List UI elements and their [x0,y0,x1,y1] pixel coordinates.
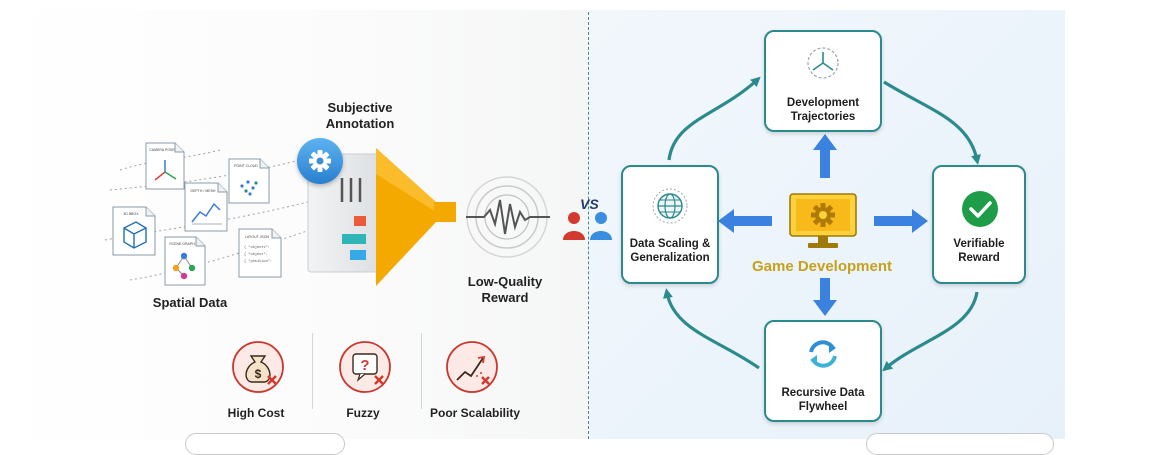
drawback-glyph: ? [360,357,369,374]
doc-title: 3D BBOX [123,212,139,216]
node-label: Development Trajectories [786,97,860,123]
branches-icon [807,47,839,79]
subjective-annotation-label: Subjective Annotation [325,100,395,131]
doc-camera-pose: CAMERA POSE [145,142,185,190]
spatial-data-label: Spatial Data [152,295,228,310]
bottom-pill-right [866,433,1054,455]
separator [421,333,422,409]
doc-json-lines: { "objects": { "object": { "position": [244,245,272,266]
bottom-pill-left [185,433,345,455]
gear-badge [297,138,343,184]
doc-title: CAMERA POSE [149,148,175,152]
doc-3d-bbox: 3D BBOX [112,206,156,256]
arrow-right-to-bottom [882,291,979,372]
node-recursive-data-flywheel: Recursive Data Flywheel [764,320,882,422]
node-label: Data Scaling & Generalization [629,238,711,264]
drawback-label: Poor Scalability [429,406,521,420]
node-data-scaling: Data Scaling & Generalization [621,165,719,284]
node-label: Recursive Data Flywheel [781,387,865,413]
game-development-label: Game Development [751,258,893,275]
monitor-gear-icon [788,192,858,250]
doc-point-cloud: POINT CLOUD [228,158,270,204]
drawback-label: Fuzzy [346,406,380,420]
question-icon: ? [338,340,392,394]
annotation-machine [296,138,471,293]
scalability-chart-icon [445,340,499,394]
doc-title: DEPTH / MESH [190,189,216,193]
doc-title: POINT CLOUD [234,164,258,168]
drawback-label: High Cost [227,406,285,420]
flywheel-arrows [663,76,981,372]
arrow-top-to-right [883,80,981,165]
separator [312,333,313,409]
vs-label: VS [580,196,599,212]
doc-layout-json: LAYOUT JSON { "objects": { "object": { "… [238,228,282,278]
checkmark-icon [962,191,998,227]
center-arrows [718,134,928,316]
json-line: { "position": [244,260,273,264]
node-verifiable-reward: Verifiable Reward [932,165,1026,284]
doc-scene-graph: SCENE GRAPH [164,236,206,286]
json-line: { "objects": [244,246,270,250]
node-development-trajectories: Development Trajectories [764,30,882,132]
globe-icon [652,188,688,224]
arrow-bottom-to-left [663,288,760,370]
doc-title: LAYOUT JSON [245,235,269,239]
gear-icon [309,150,331,172]
waveform-icon [462,172,552,262]
low-quality-reward-label: Low-Quality Reward [467,274,543,305]
doc-title: SCENE GRAPH [169,242,195,246]
arrow-left-to-top [667,76,761,161]
node-label: Verifiable Reward [953,238,1005,264]
doc-depth-mesh: DEPTH / MESH [184,182,228,232]
refresh-cycle-icon [809,340,837,368]
drawback-glyph: $ [255,367,262,381]
json-line: { "object": [244,253,268,257]
vs-icon: VS [560,196,620,244]
dashed-divider [588,12,589,439]
money-bag-icon: $ [231,340,285,394]
